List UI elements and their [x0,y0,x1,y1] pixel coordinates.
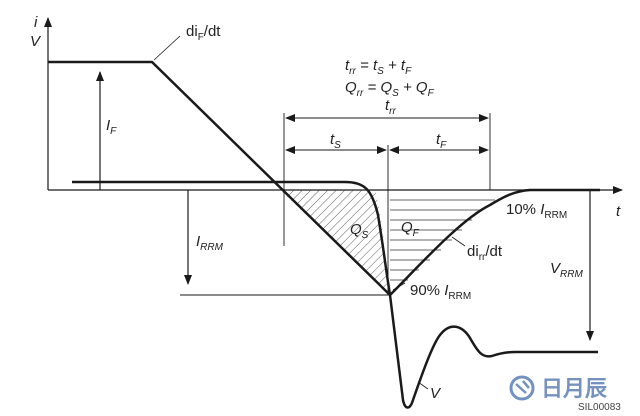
axis-label-v: V [30,33,42,50]
if-label: IF [106,117,117,137]
axis-label-i: i [34,14,38,31]
current-waveform [48,60,600,297]
pct90-leader [392,282,406,291]
figure-id: SIL00083 [578,402,621,413]
irrm-label: IRRM [196,233,224,253]
tf-label: tF [436,131,447,151]
vrrm-label: VRRM [550,260,583,280]
pct10-irrm-label: 10% IRRM [506,201,567,221]
dif-leader [153,35,181,61]
formula-trr: trr = tS + tF [345,57,412,77]
axis-label-t: t [616,203,621,220]
watermark-logo: 日月辰 [509,375,607,402]
dirr-dt-label: dirr/dt [467,243,503,263]
pct90-irrm-label: 90% IRRM [410,282,471,302]
v-label: V [430,385,442,402]
formula-qrr: Qrr = QS + QF [345,79,435,99]
watermark-text: 日月辰 [541,377,607,402]
dif-dt-label: diF/dt [186,23,221,43]
trr-label: trr [385,97,397,117]
qs-label: QS [350,221,369,241]
ts-label: tS [330,131,341,151]
v-leader [417,381,429,390]
qf-label: QF [401,219,420,239]
dirr-leader [451,236,466,247]
voltage-waveform [72,180,598,409]
